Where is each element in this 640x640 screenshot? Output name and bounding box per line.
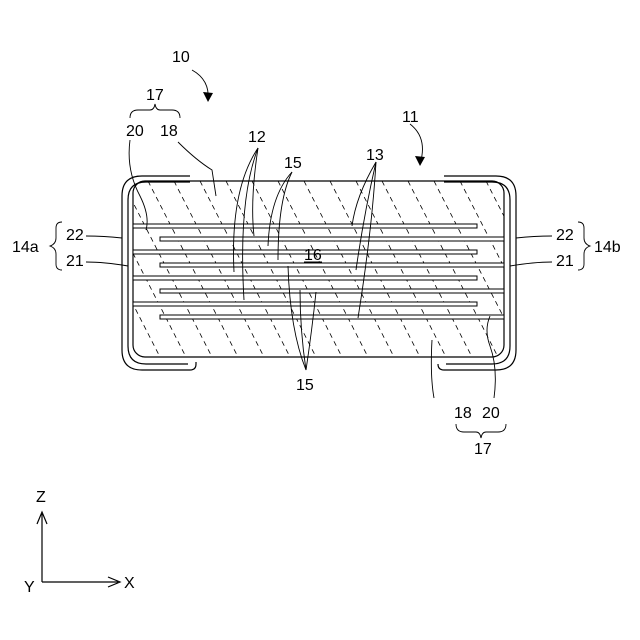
hatch-line [538, 181, 628, 357]
internal-electrodes [133, 224, 504, 319]
hatch-line [408, 181, 498, 357]
hatch-line [330, 181, 420, 357]
internal-electrode-13 [160, 263, 504, 267]
hatch-line [460, 181, 550, 357]
label-20-top: 20 [126, 123, 144, 140]
y-axis-label: Y [24, 579, 35, 596]
hatch-line [382, 181, 472, 357]
hatch-line [174, 181, 264, 357]
label-20-bottom: 20 [482, 405, 500, 422]
label-14a: 14a [12, 239, 39, 256]
label-14b: 14b [594, 239, 621, 256]
label-22-left: 22 [66, 227, 84, 244]
hatch-line [252, 181, 342, 357]
hatch-line [148, 181, 238, 357]
label-18-bottom: 18 [454, 405, 472, 422]
hatch-line [226, 181, 316, 357]
hatch-line [356, 181, 446, 357]
internal-electrode-13 [160, 315, 504, 319]
hatch-line [304, 181, 394, 357]
internal-electrode-13 [160, 289, 504, 293]
internal-electrode-13 [160, 237, 504, 241]
label-16: 16 [304, 247, 322, 264]
laminated-body [70, 181, 640, 357]
internal-electrode-12 [133, 224, 477, 228]
dielectric-hatching [70, 181, 640, 357]
reference-numerals: 10 11 17 20 18 12 15 13 16 15 22 21 14a … [12, 49, 621, 458]
hatch-line [564, 181, 640, 357]
coordinate-axes: Z X Y [24, 489, 135, 596]
internal-electrode-12 [133, 302, 477, 306]
label-18-top: 18 [160, 123, 178, 140]
hatch-line [122, 181, 212, 357]
label-15-bottom: 15 [296, 377, 314, 394]
label-21-left: 21 [66, 253, 84, 270]
label-22-right: 22 [556, 227, 574, 244]
body-outline [133, 181, 504, 357]
label-12: 12 [248, 129, 266, 146]
internal-electrode-12 [133, 276, 477, 280]
label-15-top: 15 [284, 155, 302, 172]
hatch-line [278, 181, 368, 357]
label-17-bottom: 17 [474, 441, 492, 458]
z-axis-label: Z [36, 489, 46, 506]
label-11: 11 [402, 109, 419, 126]
label-10: 10 [172, 49, 190, 66]
label-21-right: 21 [556, 253, 574, 270]
hatch-line [96, 181, 186, 357]
label-17-top: 17 [146, 87, 164, 104]
x-axis-label: X [124, 575, 135, 592]
label-13: 13 [366, 147, 384, 164]
